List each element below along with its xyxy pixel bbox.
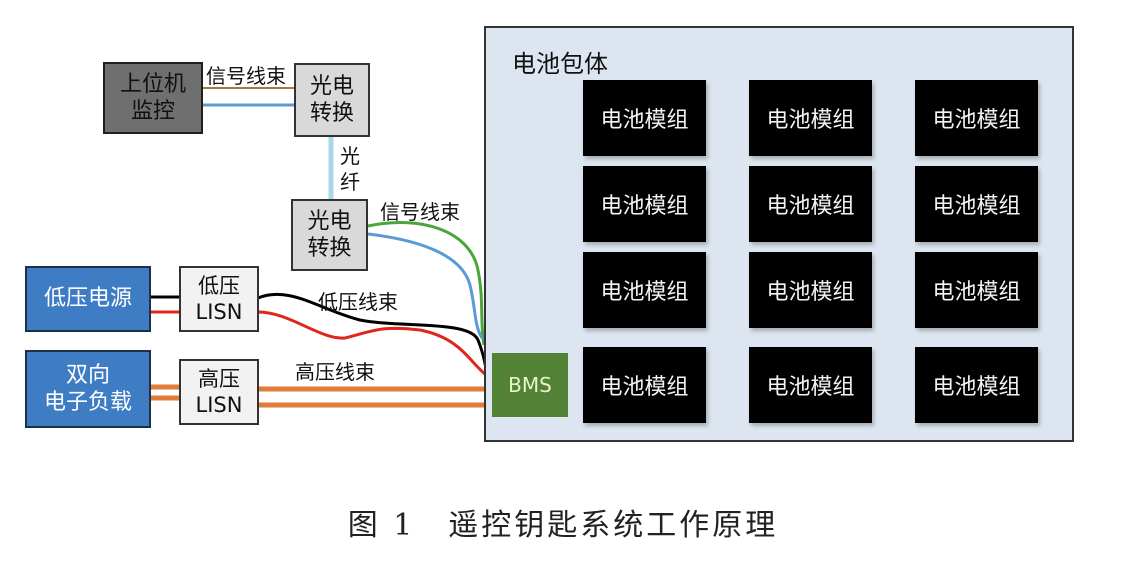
lv-wire-red — [257, 310, 487, 377]
battery-module: 电池模组 — [915, 347, 1038, 423]
lv-harness-label: 低压线束 — [318, 290, 398, 314]
battery-module: 电池模组 — [583, 166, 706, 242]
battery-module: 电池模组 — [749, 166, 872, 242]
optoelectric-converter-top: 光电 转换 — [294, 63, 370, 137]
host-monitor-box: 上位机 监控 — [103, 62, 203, 134]
converter-top-line2: 转换 — [309, 101, 354, 126]
battery-module: 电池模组 — [583, 80, 706, 156]
bms-box: BMS — [492, 353, 568, 417]
fiber-label-char2: 纤 — [340, 170, 360, 194]
lv-lisn-line1: 低压 — [198, 273, 240, 298]
battery-module: 电池模组 — [583, 347, 706, 423]
hv-lisn-line2: LISN — [195, 393, 243, 417]
signal-wire-green — [367, 221, 486, 346]
battery-module: 电池模组 — [915, 252, 1038, 328]
battery-module: 电池模组 — [749, 80, 872, 156]
bidirectional-load: 双向 电子负载 — [25, 350, 151, 428]
battery-module: 电池模组 — [915, 80, 1038, 156]
optoelectric-converter-bottom: 光电 转换 — [291, 199, 368, 271]
load-line2: 电子负载 — [43, 390, 132, 415]
lv-power-source: 低压电源 — [25, 266, 151, 332]
battery-pack-title: 电池包体 — [512, 50, 608, 78]
converter-bottom-line2: 转换 — [307, 236, 352, 261]
load-line1: 双向 — [65, 362, 110, 388]
hv-lisn-line1: 高压 — [198, 366, 240, 391]
signal-wire-blue-2 — [367, 232, 484, 339]
signal-label-top: 信号线束 — [206, 64, 286, 88]
lv-lisn-line2: LISN — [195, 300, 243, 324]
hv-lisn-box: 高压 LISN — [179, 359, 259, 425]
host-line2: 监控 — [130, 99, 175, 124]
lv-wire-black — [257, 292, 488, 369]
figure-caption: 图 1 遥控钥匙系统工作原理 — [347, 508, 779, 543]
signal-label-bottom: 信号线束 — [380, 200, 460, 224]
fiber-label-char1: 光 — [340, 144, 360, 168]
battery-module: 电池模组 — [583, 252, 706, 328]
converter-top-line1: 光电 — [309, 73, 354, 99]
lv-source-label: 低压电源 — [43, 286, 132, 312]
converter-bottom-line1: 光电 — [307, 208, 352, 234]
hv-harness-label: 高压线束 — [295, 360, 375, 384]
battery-module: 电池模组 — [749, 252, 872, 328]
lv-lisn-box: 低压 LISN — [179, 266, 259, 332]
battery-module: 电池模组 — [749, 347, 872, 423]
battery-module: 电池模组 — [915, 166, 1038, 242]
host-line1: 上位机 — [119, 71, 186, 97]
